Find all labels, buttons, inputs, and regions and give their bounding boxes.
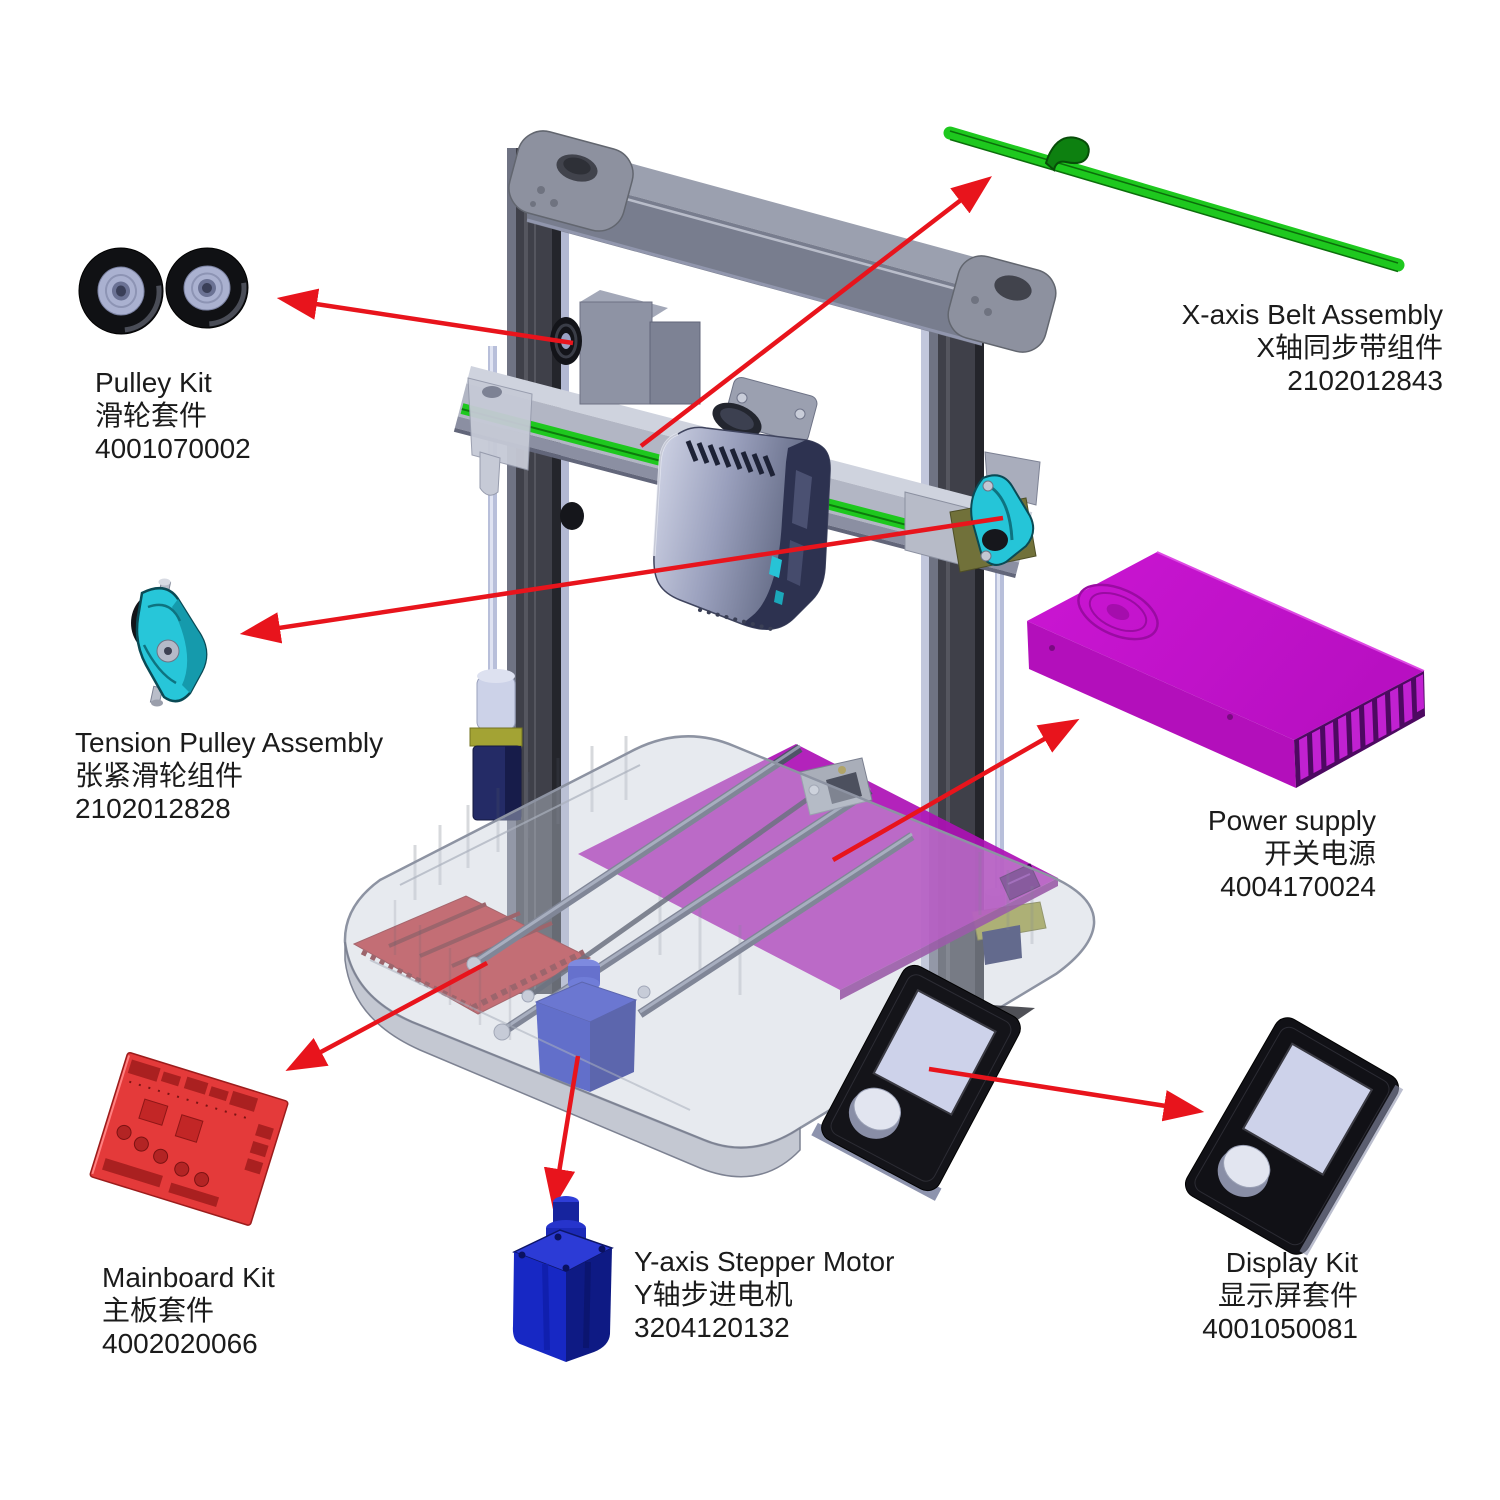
exploded-x-belt [943,126,1405,273]
base-ribs-top [393,900,512,1040]
arrow-x-belt [639,176,992,448]
part-name-zh: 主板套件 [102,1295,215,1326]
label-mainboard-kit: Mainboard Kit 主板套件 4002020066 [102,1261,275,1360]
arrow-display [928,1066,1205,1122]
printer-model [343,130,1096,1201]
part-number: 4001070002 [95,433,251,464]
part-number: 2102012843 [1287,365,1443,396]
exploded-pulley-kit [78,247,249,335]
label-display-kit: Display Kit 显示屏套件 4001050081 [1202,1246,1358,1345]
part-number: 4004170024 [1220,871,1376,902]
part-name-en: Mainboard Kit [102,1262,275,1293]
x-motor [550,290,701,405]
exploded-power-supply [1027,551,1425,788]
part-name-en: X-axis Belt Assembly [1181,299,1443,330]
z-leadscrew-left [469,346,523,821]
leader-arrows [239,176,1205,1210]
part-number: 4001050081 [1202,1313,1358,1344]
part-name-zh: 张紧滑轮组件 [75,760,244,791]
arrow-tension-pulley [239,515,1004,644]
part-name-zh: 显示屏套件 [1217,1280,1358,1311]
exploded-tension-pulley [131,578,208,707]
label-x-axis-belt: X-axis Belt Assembly X轴同步带组件 2102012843 [1182,298,1443,397]
arrow-pulley-kit [276,288,574,346]
part-name-en: Display Kit [1225,1247,1358,1278]
bed-plate [578,744,1058,990]
top-crossbar [508,130,1057,353]
psu-fan [1077,583,1159,641]
exploded-y-motor [512,1196,614,1362]
part-number: 2102012828 [75,793,231,824]
base-interior [352,736,1058,1092]
z-column-left [507,148,569,994]
label-tension-pulley: Tension Pulley Assembly 张紧滑轮组件 210201282… [75,726,383,825]
part-name-en: Tension Pulley Assembly [75,727,384,758]
part-name-en: Pulley Kit [95,367,212,398]
part-name-zh: Y轴步进电机 [634,1279,793,1310]
print-head [652,376,831,632]
exploded-mainboard [89,1052,289,1226]
arrow-mainboard [285,961,489,1071]
tension-pulley-on-machine [949,451,1041,573]
part-name-en: Power supply [1207,805,1376,836]
part-name-zh: 开关电源 [1263,838,1376,869]
exploded-display-kit [1185,1017,1404,1256]
part-name-en: Y-axis Stepper Motor [634,1246,895,1277]
arrow-power-supply [831,718,1080,862]
bed-connector [999,863,1041,901]
label-pulley-kit: Pulley Kit 滑轮套件 4001070002 [95,366,251,465]
x-gantry [453,290,1041,632]
part-name-zh: X轴同步带组件 [1256,332,1443,363]
part-number: 4002020066 [102,1328,258,1359]
arrow-y-motor [543,1055,581,1210]
display-on-machine [811,964,1021,1201]
part-name-zh: 滑轮套件 [95,400,208,431]
label-y-axis-stepper-motor: Y-axis Stepper Motor Y轴步进电机 3204120132 [634,1245,894,1344]
label-power-supply: Power supply 开关电源 4004170024 [1208,804,1376,903]
part-number: 3204120132 [634,1312,790,1343]
